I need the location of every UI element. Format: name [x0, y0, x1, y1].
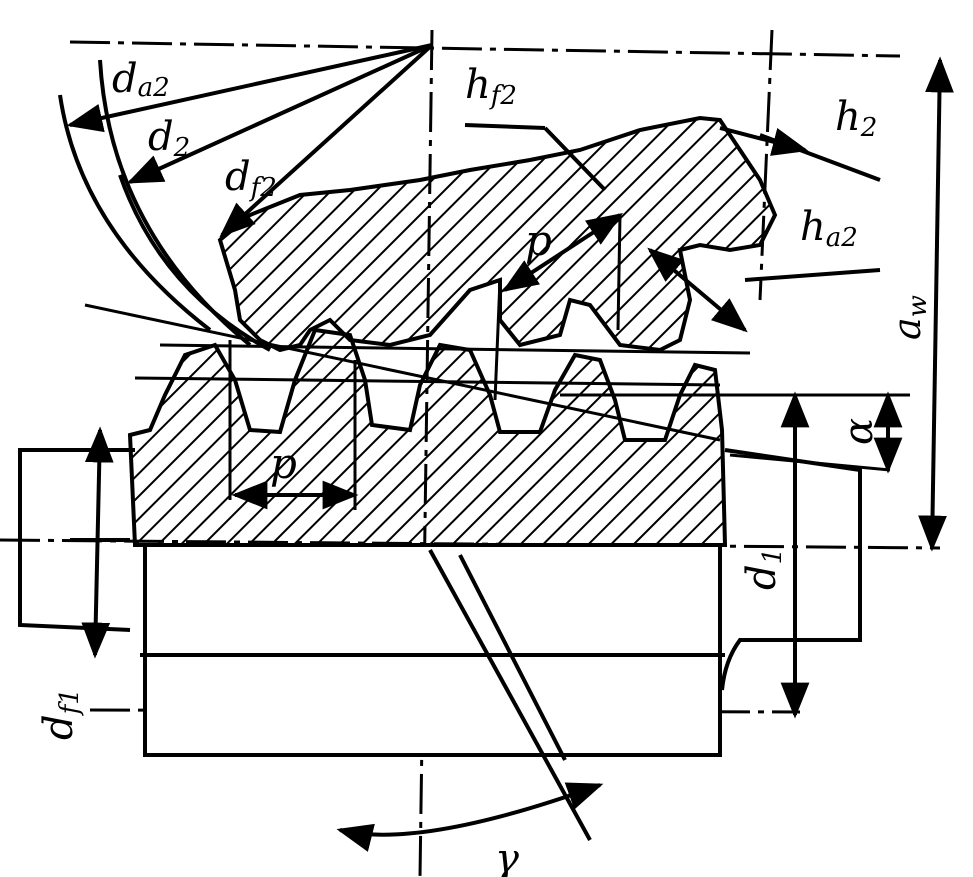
hf2-leader — [464, 123, 546, 130]
guide-line-1 — [159, 343, 751, 355]
hf2-leader-2 — [543, 126, 607, 192]
label-d2: d2 — [148, 114, 190, 163]
radius-d2-line — [126, 43, 433, 184]
arc-tip-diameter — [58, 94, 212, 332]
label-d1: d1 — [739, 548, 788, 590]
label-h2: h2 — [835, 94, 877, 143]
gear-axis-horizontal — [69, 40, 901, 58]
label-df2: df2 — [225, 154, 277, 203]
helix-line-2 — [458, 554, 567, 761]
worm-cylinder — [143, 543, 722, 757]
gamma-arc — [336, 782, 604, 852]
dimension-lines — [70, 56, 954, 719]
p-upper-dimension — [501, 213, 624, 292]
guide-line-2 — [134, 376, 721, 387]
left-shaft — [18, 448, 135, 632]
gear-arcs — [58, 59, 271, 352]
df1-dimension — [81, 426, 114, 659]
arc-root-diameter — [118, 174, 271, 352]
label-hf2: hf2 — [465, 62, 517, 111]
label-gamma: γ — [495, 836, 519, 877]
labels: da2 d2 df2 hf2 h2 ha2 p p aw α d1 df1 γ — [36, 56, 933, 877]
label-p-lower: p — [270, 439, 297, 488]
worm-wheel-section — [217, 115, 778, 353]
h2-leader — [759, 133, 881, 182]
pitch-line — [84, 303, 721, 442]
aw-dimension — [918, 56, 954, 552]
radius-lines — [66, 43, 434, 238]
ha2-dimension — [647, 247, 748, 333]
label-da2: da2 — [112, 56, 170, 103]
label-p-upper: p — [525, 216, 552, 265]
label-df1: df1 — [36, 688, 85, 740]
guide-lines — [84, 303, 910, 472]
gear-right-centerline — [758, 29, 774, 301]
worm-lower-body — [140, 543, 725, 757]
label-alpha: α — [836, 418, 882, 445]
shafts — [18, 448, 862, 691]
helix-lines — [336, 549, 604, 852]
radius-df2-line — [219, 43, 434, 238]
right-shaft — [720, 448, 862, 691]
ha2-leader — [744, 268, 881, 282]
label-ha2: ha2 — [800, 204, 858, 253]
guide-line-4 — [729, 453, 891, 472]
radius-da2-line — [66, 43, 433, 133]
label-aw: aw — [885, 295, 933, 340]
